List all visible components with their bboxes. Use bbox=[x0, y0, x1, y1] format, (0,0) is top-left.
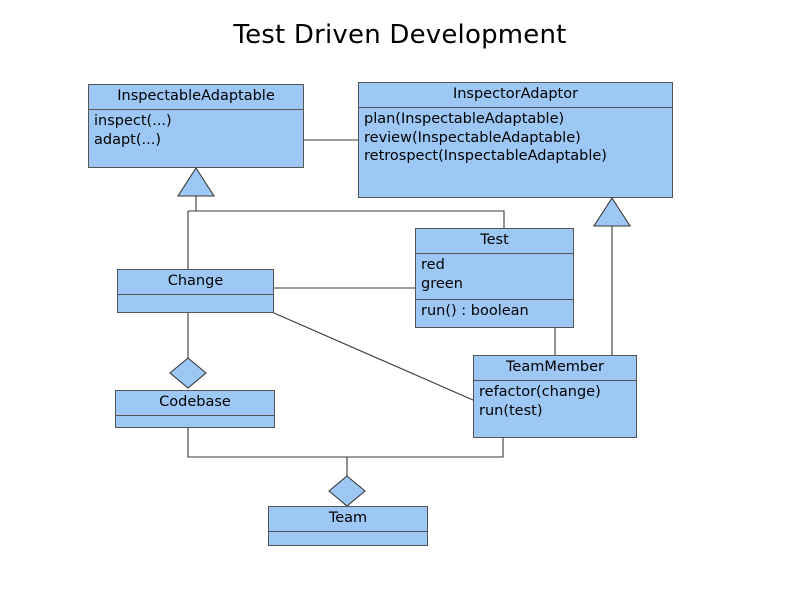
class-operations-inspectable-adaptable: inspect(...) adapt(...) bbox=[89, 110, 303, 167]
operation-item: review(InspectableAdaptable) bbox=[364, 129, 581, 146]
operation-item: retrospect(InspectableAdaptable) bbox=[364, 148, 607, 165]
class-operations-test: run() : boolean bbox=[416, 299, 573, 327]
class-members-change bbox=[118, 295, 273, 312]
class-members-team bbox=[269, 532, 427, 545]
class-box-team-member[interactable]: TeamMember refactor(change) run(test) bbox=[473, 355, 637, 438]
class-box-inspector-adaptor[interactable]: InspectorAdaptor plan(InspectableAdaptab… bbox=[358, 82, 673, 198]
operation-item: refactor(change) bbox=[479, 383, 601, 400]
class-name-inspector-adaptor: InspectorAdaptor bbox=[359, 83, 672, 108]
class-members-codebase bbox=[116, 416, 274, 429]
class-name-test: Test bbox=[416, 229, 573, 254]
association-change-to-teammember bbox=[273, 312, 474, 401]
class-operations-team-member: refactor(change) run(test) bbox=[474, 381, 636, 437]
class-box-test[interactable]: Test red green run() : boolean bbox=[415, 228, 574, 328]
operation-item: inspect(...) bbox=[94, 112, 172, 129]
attribute-item: red bbox=[421, 256, 445, 273]
aggregation-diamond-team bbox=[328, 475, 366, 507]
generalization-triangle-inspectable bbox=[176, 166, 216, 197]
class-box-change[interactable]: Change bbox=[117, 269, 274, 313]
class-attributes-test: red green bbox=[416, 254, 573, 300]
class-name-inspectable-adaptable: InspectableAdaptable bbox=[89, 85, 303, 110]
class-box-inspectable-adaptable[interactable]: InspectableAdaptable inspect(...) adapt(… bbox=[88, 84, 304, 168]
aggregation-diamond-codebase bbox=[169, 357, 207, 389]
operation-item: run(test) bbox=[479, 402, 543, 419]
aggregation-branch-codebase-to-team bbox=[187, 428, 347, 458]
class-box-team[interactable]: Team bbox=[268, 506, 428, 546]
class-name-team: Team bbox=[269, 507, 427, 532]
class-name-team-member: TeamMember bbox=[474, 356, 636, 381]
operation-item: adapt(...) bbox=[94, 131, 162, 148]
generalization-branch-test bbox=[188, 210, 505, 228]
aggregation-branch-teammember-to-team bbox=[347, 438, 504, 458]
class-name-codebase: Codebase bbox=[116, 391, 274, 416]
generalization-triangle-inspectoradaptor bbox=[592, 196, 632, 227]
class-name-change: Change bbox=[118, 270, 273, 295]
page-title: Test Driven Development bbox=[233, 20, 567, 50]
class-operations-inspector-adaptor: plan(InspectableAdaptable) review(Inspec… bbox=[359, 108, 672, 197]
class-box-codebase[interactable]: Codebase bbox=[115, 390, 275, 428]
operation-item: run() : boolean bbox=[421, 303, 529, 320]
operation-item: plan(InspectableAdaptable) bbox=[364, 110, 565, 127]
attribute-item: green bbox=[421, 275, 463, 292]
